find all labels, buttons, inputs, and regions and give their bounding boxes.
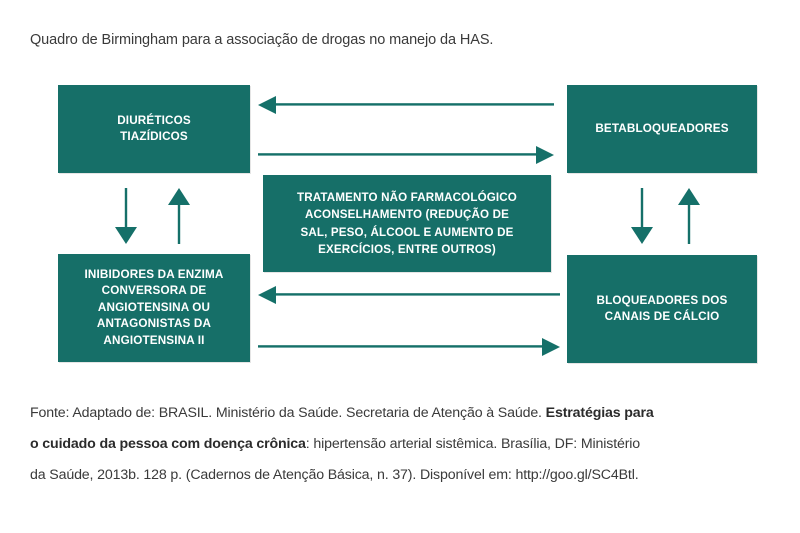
node-tratamento-nao-farmacologico: TRATAMENTO NÃO FARMACOLÓGICO ACONSELHAME…: [263, 175, 551, 272]
node-label-line2: TIAZÍDICOS: [120, 130, 188, 143]
node-diureticos-tiazidicos: DIURÉTICOS TIAZÍDICOS: [58, 85, 250, 173]
arrow-up-icon-left: [165, 188, 193, 244]
node-label-line3: ANGIOTENSINA OU: [97, 300, 211, 314]
figure-title: Quadro de Birmingham para a associação d…: [30, 32, 494, 48]
node-inibidores-enzima-conversora: INIBIDORES DA ENZIMA CONVERSORA DE ANGIO…: [58, 254, 250, 362]
source-line-1-text: Fonte: Adaptado de: BRASIL. Ministério d…: [30, 405, 546, 421]
arrow-right-icon-bottom: [258, 338, 560, 356]
node-bloqueadores-canais-calcio: BLOQUEADORES DOS CANAIS DE CÁLCIO: [567, 255, 757, 363]
arrow-left-icon-bottom: [258, 286, 560, 304]
source-line-2-bold: o cuidado da pessoa com doença crônica: [30, 436, 306, 452]
arrow-down-icon-left: [112, 188, 140, 244]
node-label-line1: INIBIDORES DA ENZIMA: [84, 267, 224, 281]
node-label-line5: ANGIOTENSINA II: [103, 333, 205, 347]
source-line-2: o cuidado da pessoa com doença crônica: …: [30, 429, 775, 460]
source-line-3: da Saúde, 2013b. 128 p. (Cadernos de Ate…: [30, 467, 639, 483]
source-note: Fonte: Adaptado de: BRASIL. Ministério d…: [30, 398, 775, 491]
node-label-line1: BLOQUEADORES DOS: [596, 293, 728, 307]
node-label-line2: CONVERSORA DE: [101, 284, 207, 298]
node-label-line2: CANAIS DE CÁLCIO: [604, 310, 720, 323]
arrow-left-icon-top: [258, 96, 554, 114]
flow-diagram: DIURÉTICOS TIAZÍDICOS BETABLOQUEADORES T…: [0, 70, 800, 380]
node-betabloqueadores: BETABLOQUEADORES: [567, 85, 757, 173]
source-line-1-bold: Estratégias para: [545, 405, 654, 421]
node-label-line3: SAL, PESO, ÁLCOOL E AUMENTO DE: [300, 225, 514, 239]
arrow-down-icon-right: [628, 188, 656, 244]
node-label-line1: DIURÉTICOS: [117, 113, 191, 127]
source-line-2-text: : hipertensão arterial sistêmica. Brasíl…: [305, 436, 641, 452]
arrow-up-icon-right: [675, 188, 703, 244]
node-label-line4: EXERCÍCIOS, ENTRE OUTROS): [318, 243, 496, 256]
node-label-line1: TRATAMENTO NÃO FARMACOLÓGICO: [297, 190, 517, 204]
node-label-line2: ACONSELHAMENTO (REDUÇÃO DE: [304, 208, 509, 221]
source-line-1: Fonte: Adaptado de: BRASIL. Ministério d…: [30, 398, 775, 429]
node-label-line4: ANTAGONISTAS DA: [96, 317, 212, 331]
arrow-right-icon-top: [258, 146, 554, 164]
node-label-line1: BETABLOQUEADORES: [595, 121, 729, 135]
